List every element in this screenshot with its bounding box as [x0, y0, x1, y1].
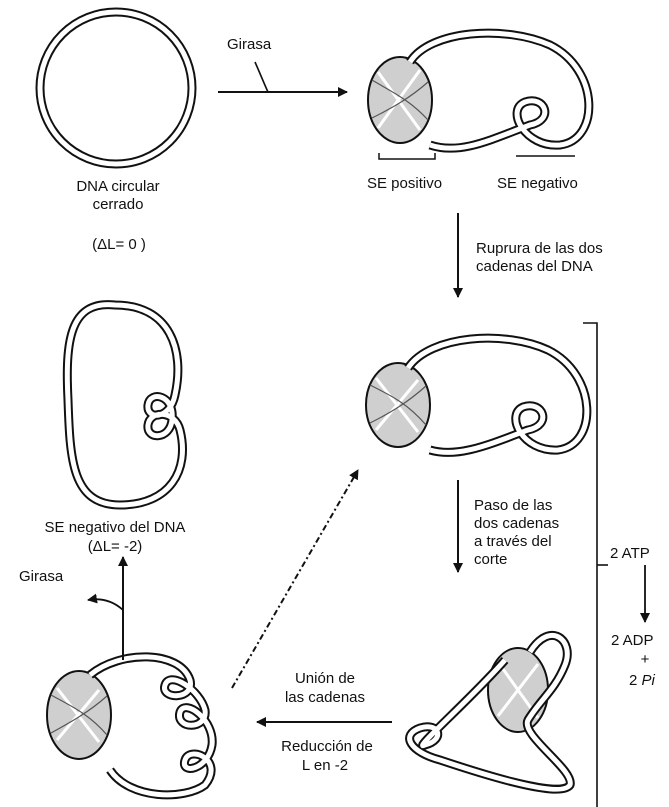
label-se-negativo: SE negativo [497, 175, 578, 193]
label-girasa-top: Girasa [227, 36, 271, 54]
label-ruptura-1: Ruprura de las dos [476, 240, 603, 258]
closed-circular-dna [40, 12, 192, 164]
label-union-2: las cadenas [270, 689, 380, 707]
negatively-supercoiled-dna [67, 305, 182, 505]
label-paso-3: a través del [474, 533, 552, 551]
label-paso-2: dos cadenas [474, 515, 559, 533]
label-se-positivo: SE positivo [367, 175, 442, 193]
label-delta-l-zero: (ΔL= 0 ) [70, 236, 168, 254]
label-reduccion-2: L en -2 [270, 757, 380, 775]
label-adp: 2 ADP [611, 632, 654, 650]
label-pi-symbol: Pi [642, 672, 655, 689]
label-reduccion-1: Reducción de [266, 738, 388, 756]
label-se-negativo-dna: SE negativo del DNA [32, 519, 198, 537]
arrow-release-gyrase [88, 557, 123, 660]
label-plus: + [636, 651, 654, 669]
label-girasa-left: Girasa [19, 568, 63, 586]
gyrase-arrow-top [218, 62, 347, 92]
atp-bracket [583, 323, 645, 807]
label-paso-1: Paso de las [474, 497, 552, 515]
label-pi: 2 Pi [629, 672, 655, 690]
label-dna-circular: DNA circular [66, 178, 170, 196]
arrow-gyrase-recycle [232, 470, 358, 688]
dna-gyrase-complex-middle [366, 338, 587, 452]
label-ruptura-2: cadenas del DNA [476, 258, 593, 276]
dna-gyrase-complex-bottom-right [410, 635, 571, 789]
label-paso-4: corte [474, 551, 507, 569]
label-atp: 2 ATP [610, 545, 650, 563]
dna-gyrase-complex-bottom-left [47, 657, 212, 795]
dna-gyrase-complex-top [368, 33, 589, 159]
label-cerrado: cerrado [66, 196, 170, 214]
label-union-1: Unión de [270, 670, 380, 688]
label-pi-number: 2 [629, 672, 637, 689]
label-delta-l-minus2: (ΔL= -2) [75, 538, 155, 556]
